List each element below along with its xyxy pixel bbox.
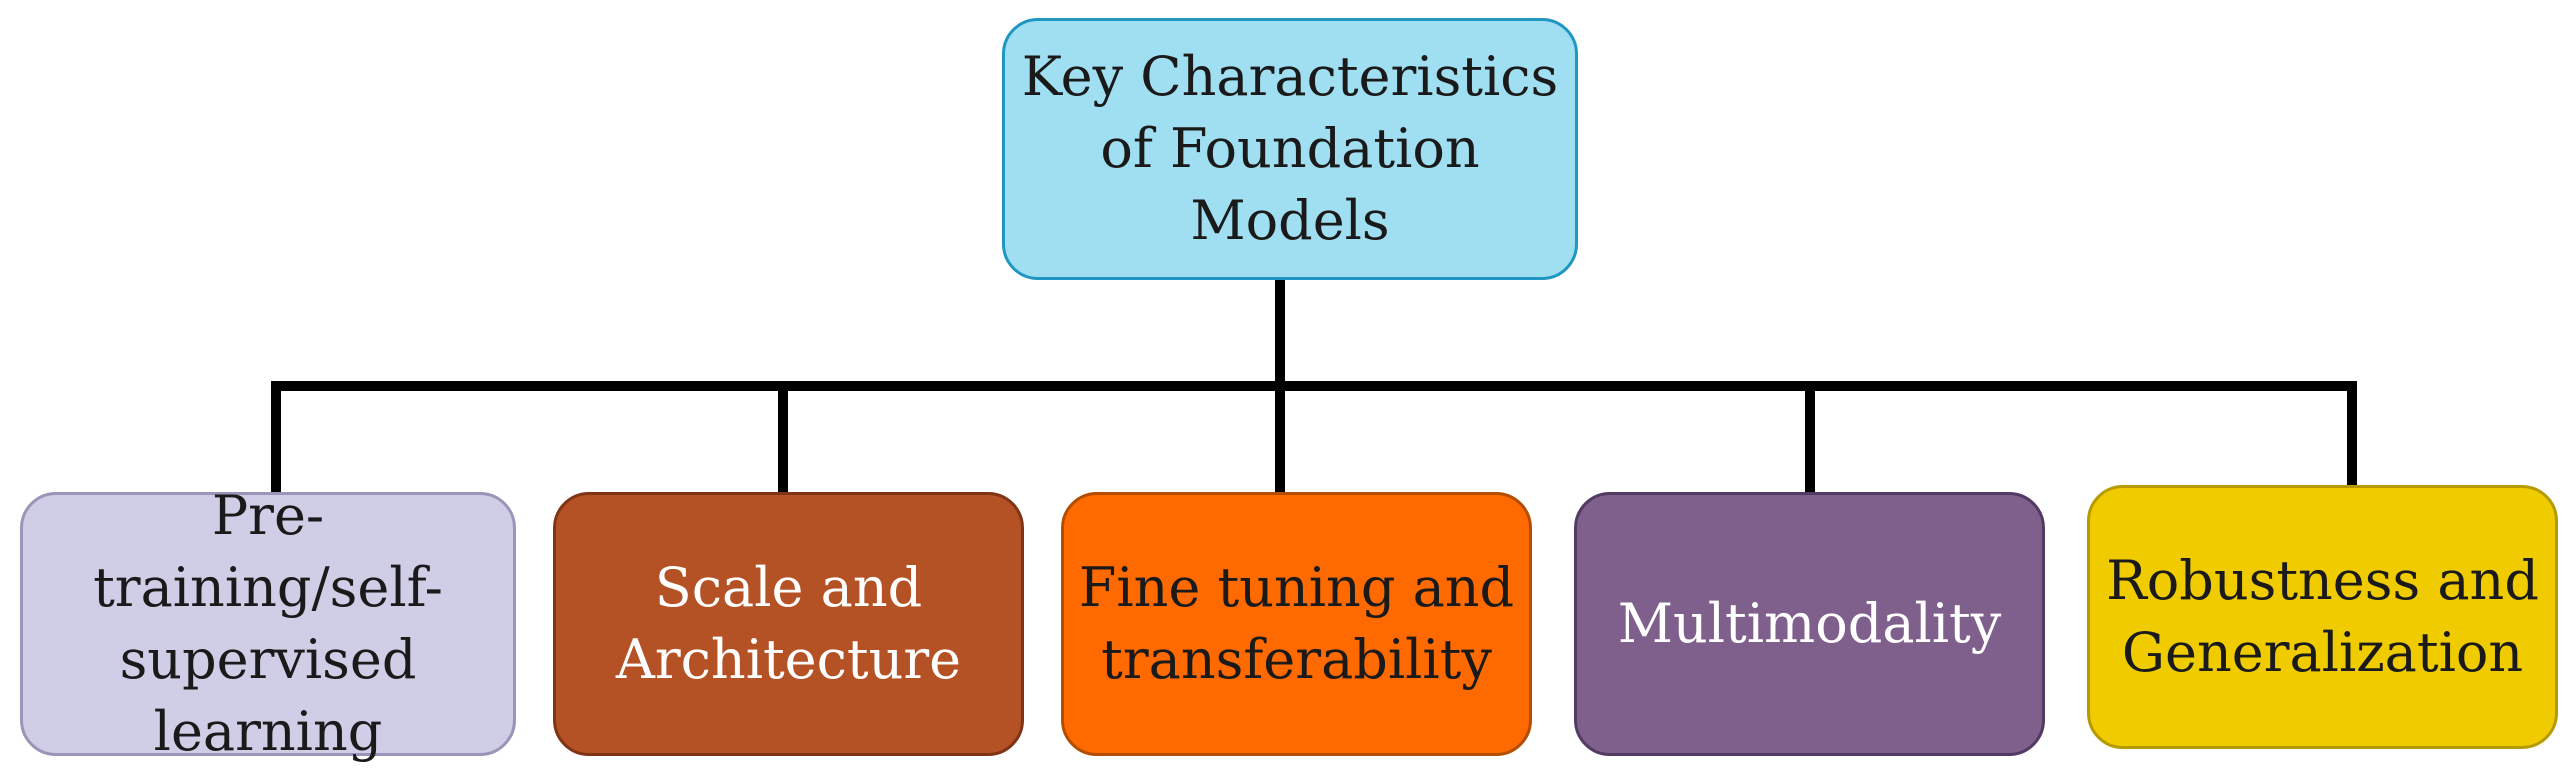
child-node-fine-tuning: Fine tuning and transferability: [1061, 492, 1532, 756]
child-node-label: Multimodality: [1617, 592, 2002, 655]
child-node-label: Robustness and Generalization: [2106, 549, 2539, 684]
child-node-pretraining: Pre-training/self- supervised learning: [20, 484, 516, 763]
connector-child-5: [2347, 381, 2357, 492]
child-node-robustness: Robustness and Generalization: [2087, 485, 2558, 749]
connector-child-3: [1275, 381, 1285, 492]
connector-child-4: [1805, 381, 1815, 492]
child-node-label: Scale and Architecture: [615, 556, 962, 691]
connector-child-2: [778, 381, 788, 492]
root-node: Key Characteristics of Foundation Models: [1002, 18, 1578, 280]
connector-horizontal: [271, 381, 2357, 391]
child-node-label: Pre-training/self- supervised learning: [93, 484, 443, 763]
root-node-label: Key Characteristics of Foundation Models: [1021, 45, 1559, 252]
child-node-multimodality: Multimodality: [1574, 492, 2045, 756]
child-node-label: Fine tuning and transferability: [1078, 556, 1515, 691]
connector-child-1: [271, 381, 281, 492]
connector-root-down: [1275, 280, 1285, 386]
child-node-scale-architecture: Scale and Architecture: [553, 492, 1024, 756]
